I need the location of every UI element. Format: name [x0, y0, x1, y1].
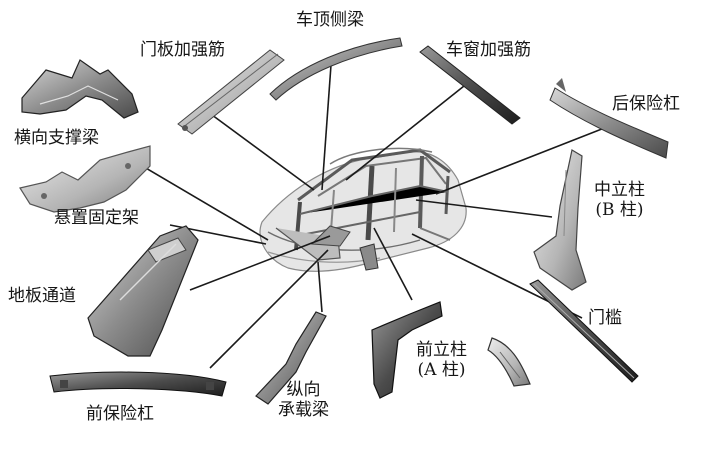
roof-side-rail-part — [269, 37, 403, 101]
car-body-frame — [259, 147, 467, 272]
label-longitudinal-beam-line1: 纵向 — [286, 380, 321, 400]
label-front-bumper: 前保险杠 — [86, 404, 154, 424]
rear-bumper-part — [549, 78, 669, 159]
label-a-pillar-line1: 前立柱 — [416, 340, 467, 360]
a-pillar-part — [371, 301, 531, 399]
b-pillar-part — [533, 149, 587, 291]
label-door-reinforcement: 门板加强筋 — [140, 40, 225, 60]
label-suspension-bracket: 悬置固定架 — [54, 208, 139, 228]
door-reinforcement-part — [177, 49, 285, 135]
floor-tunnel-part — [87, 225, 199, 357]
label-longitudinal-beam-line2: 承载梁 — [278, 400, 329, 421]
label-b-pillar: 中立柱 (B 柱) — [594, 180, 645, 221]
label-longitudinal-beam: 纵向 承载梁 — [278, 380, 329, 421]
label-b-pillar-line1: 中立柱 — [594, 180, 645, 200]
label-roof-side-rail: 车顶侧梁 — [296, 10, 364, 30]
label-cross-support-beam: 横向支撑梁 — [14, 128, 99, 148]
front-bumper-part — [49, 371, 227, 397]
label-window-reinforcement: 车窗加强筋 — [446, 40, 531, 60]
suspension-bracket-part — [19, 145, 151, 213]
label-a-pillar: 前立柱 (A 柱) — [416, 340, 467, 381]
door-sill-part — [529, 279, 639, 383]
label-rear-bumper: 后保险杠 — [612, 94, 680, 114]
cross-support-beam-part — [21, 59, 139, 119]
longitudinal-beam-part — [255, 311, 327, 405]
window-reinforcement-part — [419, 45, 521, 125]
label-a-pillar-line2: (A 柱) — [417, 360, 466, 381]
label-floor-tunnel: 地板通道 — [8, 286, 76, 306]
label-b-pillar-line2: (B 柱) — [595, 200, 644, 221]
label-door-sill: 门槛 — [588, 308, 622, 328]
